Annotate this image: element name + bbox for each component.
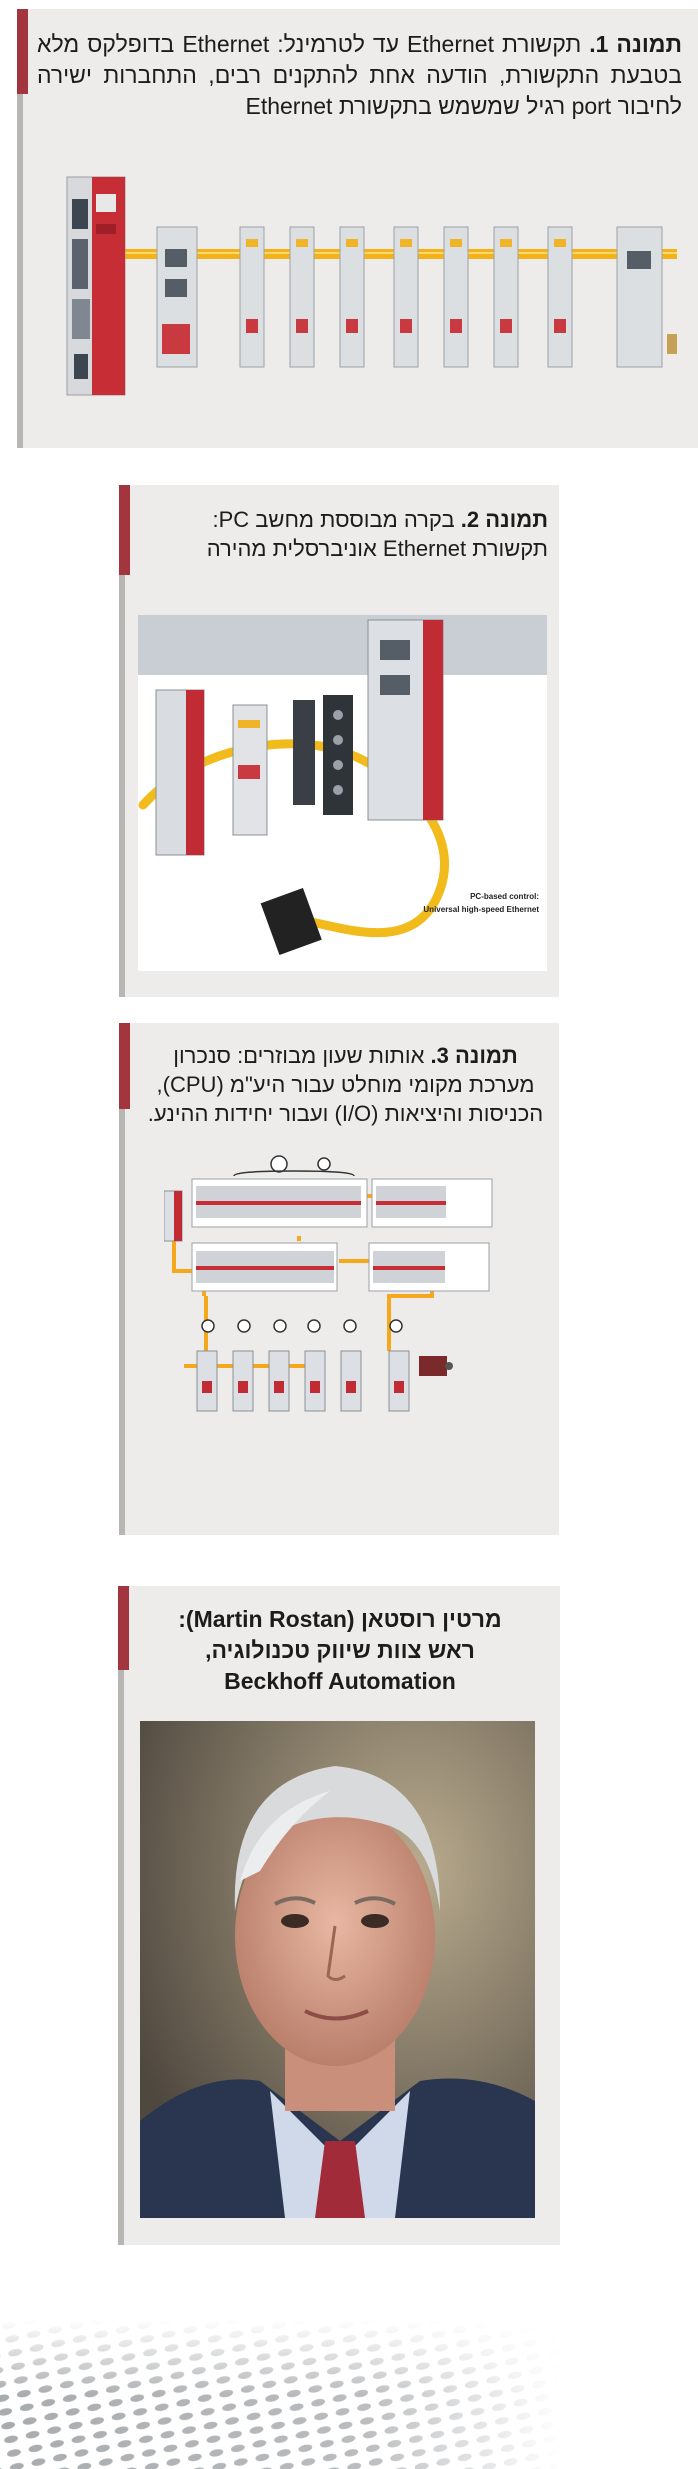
figure-2-text: בקרה מבוססת מחשב PC: תקשורת Ethernet אונ… xyxy=(206,507,548,561)
figure-2-image-line-2: Universal high-speed Ethernet xyxy=(423,905,539,914)
caption-bar xyxy=(118,1586,124,2245)
figure-2-image-text: PC-based control: Universal high-speed E… xyxy=(423,890,539,916)
figure-3-card: תמונה 3. אותות שעון מבוזרים: סנכרון מערכ… xyxy=(119,1023,559,1535)
portrait-name: מרטין רוסטאן (Martin Rostan): xyxy=(178,1606,502,1632)
portrait-role: ראש צוות שיווק טכנולוגיה, xyxy=(205,1637,475,1663)
caption-accent xyxy=(118,1586,129,1670)
figure-1-label: תמונה 1. xyxy=(589,31,683,57)
decorative-dot-pattern xyxy=(0,2320,560,2469)
figure-3-text: אותות שעון מבוזרים: סנכרון מערכת מקומי מ… xyxy=(147,1043,544,1126)
caption-accent xyxy=(17,9,28,94)
figure-2-caption: תמונה 2. בקרה מבוססת מחשב PC: תקשורת Eth… xyxy=(143,505,548,563)
ethernet-terminals-image xyxy=(62,159,692,414)
caption-accent xyxy=(119,1023,130,1109)
figure-2-image-line-1: PC-based control: xyxy=(470,892,539,901)
figure-1-caption: תמונה 1. תקשורת Ethernet עד לטרמינל: Eth… xyxy=(37,29,682,122)
portrait-card: מרטין רוסטאן (Martin Rostan): ראש צוות ש… xyxy=(118,1586,560,2245)
caption-bar xyxy=(17,9,23,448)
caption-bar xyxy=(119,1023,125,1535)
caption-bar xyxy=(119,485,125,997)
figure-3-label: תמונה 3. xyxy=(430,1043,518,1068)
portrait-photo xyxy=(140,1721,535,2218)
figure-2-card: תמונה 2. בקרה מבוססת מחשב PC: תקשורת Eth… xyxy=(119,485,559,997)
portrait-caption: מרטין רוסטאן (Martin Rostan): ראש צוות ש… xyxy=(140,1604,540,1697)
figure-1-card: תמונה 1. תקשורת Ethernet עד לטרמינל: Eth… xyxy=(17,9,698,448)
caption-accent xyxy=(119,485,130,575)
pc-control-image: PC-based control: Universal high-speed E… xyxy=(138,615,547,971)
figure-1-text: תקשורת Ethernet עד לטרמינל: Ethernet בדו… xyxy=(37,31,682,119)
portrait-company: Beckhoff Automation xyxy=(224,1668,456,1694)
figure-3-caption: תמונה 3. אותות שעון מבוזרים: סנכרון מערכ… xyxy=(143,1041,548,1128)
figure-2-label: תמונה 2. xyxy=(460,507,548,532)
distributed-clocks-diagram xyxy=(164,1151,534,1511)
